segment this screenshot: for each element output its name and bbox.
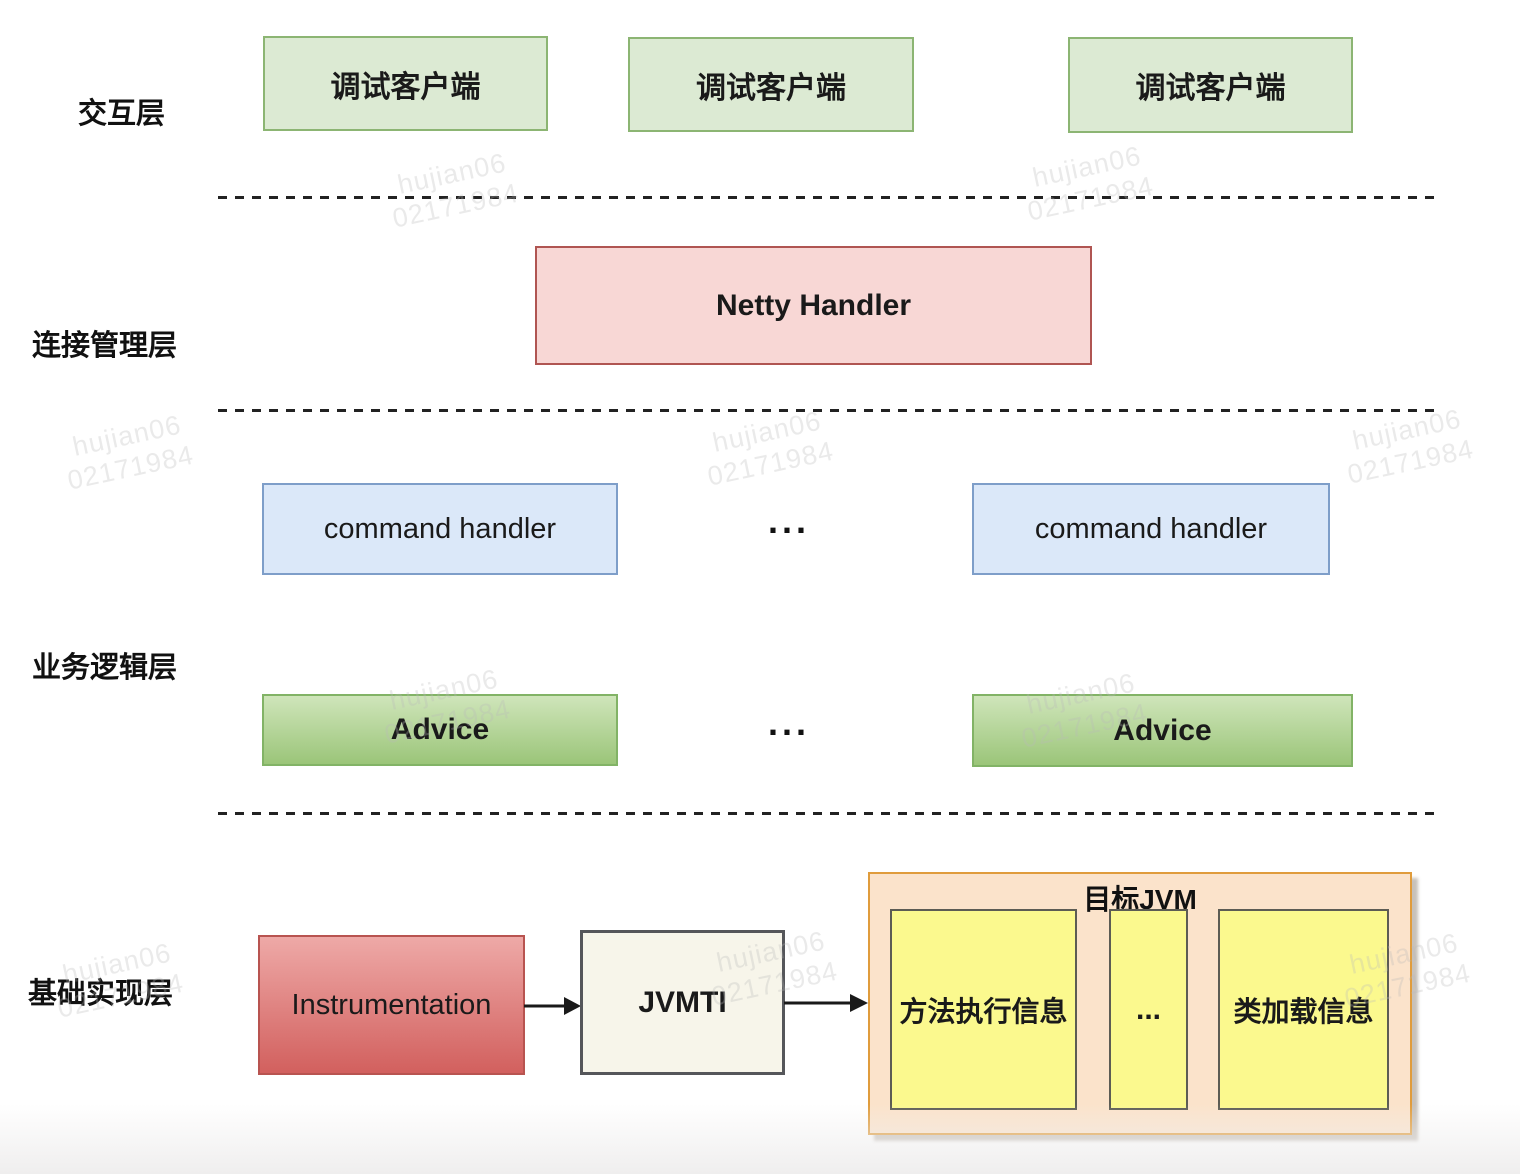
layer-label-business: 业务逻辑层 [32, 652, 178, 684]
ellipsis-jvm-info: ... [1109, 909, 1188, 1110]
arrow-jvmti-to-target-jvm [784, 994, 868, 1012]
layer-label-foundation: 基础实现层 [28, 978, 174, 1010]
layer-divider-1 [218, 196, 1442, 199]
instrumentation-box: Instrumentation [258, 935, 525, 1075]
ellipsis-command-handlers: ... [768, 500, 811, 541]
debug-client-box-2: 调试客户端 [628, 37, 914, 132]
layer-divider-2 [218, 409, 1442, 412]
jvmti-box: JVMTI [580, 930, 785, 1075]
command-handler-box-2: command handler [972, 483, 1330, 575]
ellipsis-advices: ... [768, 702, 811, 743]
debug-client-box-3: 调试客户端 [1068, 37, 1353, 133]
watermark-line2: 02171984 [1344, 433, 1477, 490]
watermark-line1: hujian06 [1029, 140, 1144, 193]
arrow-instrumentation-to-jvmti [524, 997, 581, 1015]
advice-box-2: Advice [972, 694, 1353, 767]
advice-box-1: Advice [262, 694, 618, 766]
layer-label-connection: 连接管理层 [32, 330, 178, 362]
watermark-line2: 02171984 [704, 435, 837, 492]
debug-client-box-1: 调试客户端 [263, 36, 548, 131]
watermark-line2: 02171984 [389, 177, 522, 234]
watermark-line1: hujian06 [394, 147, 509, 200]
command-handler-box-1: command handler [262, 483, 618, 575]
layer-divider-3 [218, 812, 1442, 815]
class-load-info-box: 类加载信息 [1218, 909, 1389, 1110]
target-jvm-container: 目标JVM 方法执行信息 ... 类加载信息 [868, 872, 1412, 1135]
layer-label-interaction: 交互层 [78, 98, 166, 130]
watermark-line1: hujian06 [69, 409, 184, 462]
watermark-line2: 02171984 [64, 439, 197, 496]
method-exec-info-box: 方法执行信息 [890, 909, 1077, 1110]
netty-handler-box: Netty Handler [535, 246, 1092, 365]
